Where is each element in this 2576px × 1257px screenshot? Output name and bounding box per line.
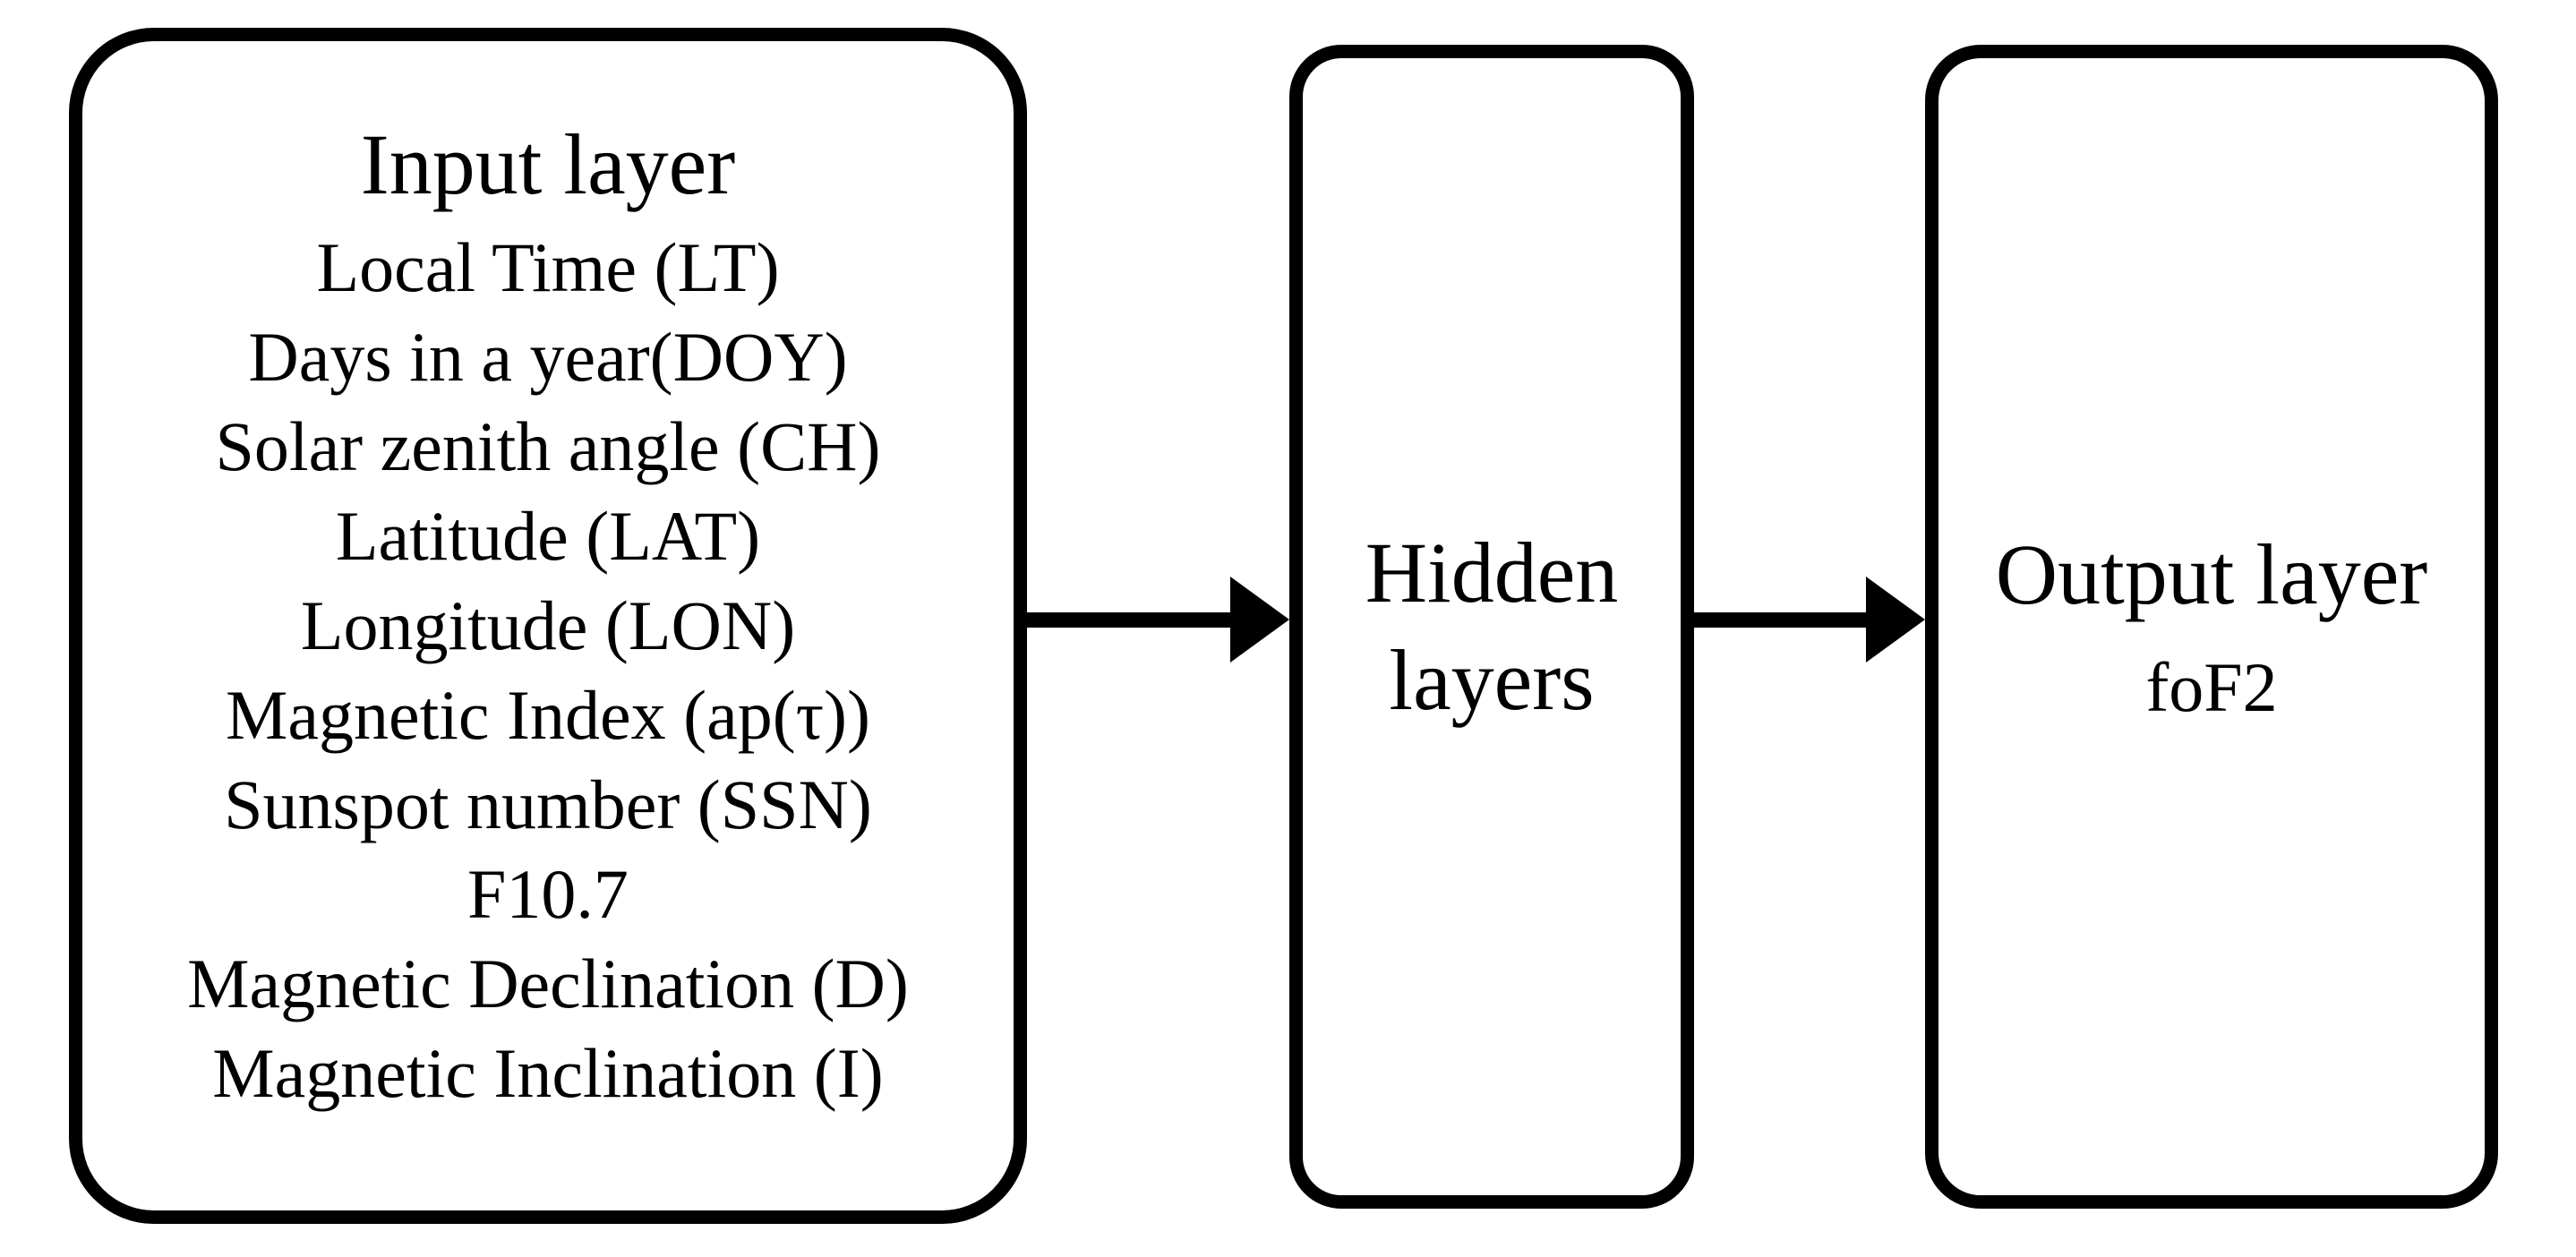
arrow-head-icon: [1230, 577, 1289, 663]
arrow-shaft: [1694, 612, 1870, 628]
arrow-head-icon: [1866, 577, 1925, 663]
input-item-day-of-year: Days in a year(DOY): [248, 318, 848, 396]
arrow-shaft: [1027, 612, 1235, 628]
input-item-f107: F10.7: [467, 855, 629, 933]
input-item-solar-zenith-angle: Solar zenith angle (CH): [215, 407, 881, 485]
output-value: foF2: [2145, 648, 2278, 726]
input-item-magnetic-index: Magnetic Index (ap(τ)): [225, 676, 870, 754]
arrow-hidden-to-output-icon: [1694, 577, 1925, 663]
hidden-layers-label: Hidden layers: [1365, 525, 1619, 728]
input-layer-title: Input layer: [360, 116, 736, 212]
input-item-magnetic-declination: Magnetic Declination (D): [187, 945, 909, 1022]
input-item-sunspot-number: Sunspot number (SSN): [224, 765, 872, 843]
hidden-layers-box: Hidden layers: [1289, 45, 1694, 1209]
input-item-local-time: Local Time (LT): [316, 228, 780, 306]
arrow-input-to-hidden-icon: [1027, 577, 1289, 663]
output-layer-title: Output layer: [1995, 526, 2428, 622]
input-item-latitude: Latitude (LAT): [335, 497, 761, 575]
input-item-magnetic-inclination: Magnetic Inclination (I): [212, 1034, 884, 1112]
input-item-longitude: Longitude (LON): [300, 586, 796, 664]
input-layer-box: Input layer Local Time (LT) Days in a ye…: [69, 28, 1027, 1224]
output-layer-box: Output layer foF2: [1925, 45, 2498, 1209]
input-layer-list: Local Time (LT) Days in a year(DOY) Sola…: [82, 223, 1014, 1118]
